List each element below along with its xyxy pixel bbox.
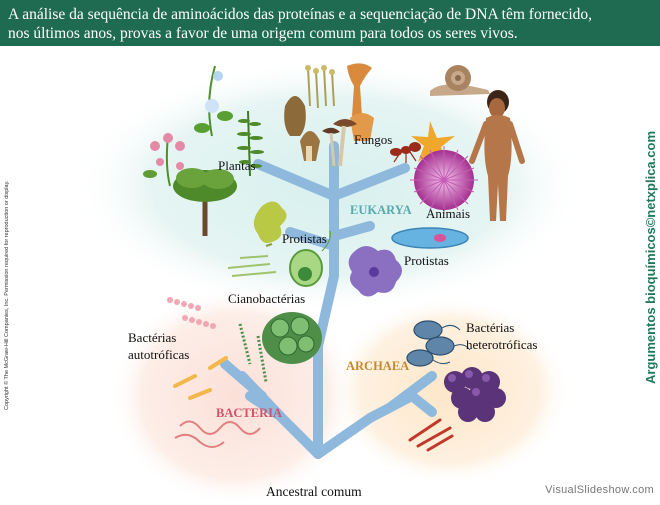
- autotrophic-bacteria-illustration: [167, 297, 261, 448]
- domain-label-bacteria: BACTERIA: [216, 406, 282, 420]
- bacteria-sub-branch: [245, 391, 285, 421]
- header-line-1: A análise da sequência de aminoácidos da…: [8, 6, 593, 23]
- label-plantas: Plantas: [218, 158, 256, 173]
- label-bacterias-autotroficas-2: autotróficas: [128, 347, 189, 362]
- tree-of-life-svg: Plantas Fungos Animais Protistas Protist…: [75, 58, 585, 505]
- plants-illustration: [143, 65, 264, 236]
- fungi-illustration: [284, 63, 374, 167]
- label-protistas-left: Protistas: [282, 231, 327, 246]
- label-cianobacterias: Cianobactérias: [228, 291, 305, 306]
- header-banner: A análise da sequência de aminoácidos da…: [0, 0, 660, 46]
- cyanobacteria-illustration: [238, 312, 322, 383]
- animal-branch: [329, 163, 410, 201]
- heterotrophic-bacteria-illustration: [406, 320, 506, 452]
- footer-credit: VisualSlideshow.com: [545, 484, 654, 496]
- label-bacterias-autotroficas-1: Bactérias: [128, 330, 176, 345]
- protist-right-branch: [329, 221, 375, 241]
- tree-branches: [220, 141, 437, 459]
- label-animais: Animais: [426, 206, 470, 221]
- domain-label-eukarya: EUKARYA: [350, 203, 412, 217]
- domain-label-archaea: ARCHAEA: [346, 359, 409, 373]
- header-line-2: nos últimos anos, provas a favor de uma …: [8, 25, 518, 42]
- side-credit: Argumentos bioquímicos©netxplica.com: [643, 130, 658, 384]
- protist-left-branch: [285, 227, 339, 251]
- bacteria-sub-branch-2: [220, 359, 267, 401]
- label-bacterias-heterotroficas-2: heterotróficas: [466, 337, 537, 352]
- label-protistas-right: Protistas: [404, 253, 449, 268]
- plant-branch: [253, 159, 339, 201]
- phylogeny-diagram: Plantas Fungos Animais Protistas Protist…: [0, 46, 660, 505]
- animals-illustration: [390, 65, 525, 221]
- label-fungos: Fungos: [354, 132, 392, 147]
- label-bacterias-heterotroficas-1: Bactérias: [466, 320, 514, 335]
- archaea-sub-branch-2: [407, 391, 437, 417]
- copyright-notice: Copyright © The McGraw-Hill Companies, I…: [4, 180, 10, 410]
- label-ancestral-comum: Ancestral comum: [266, 484, 362, 499]
- protists-illustration: [227, 201, 469, 297]
